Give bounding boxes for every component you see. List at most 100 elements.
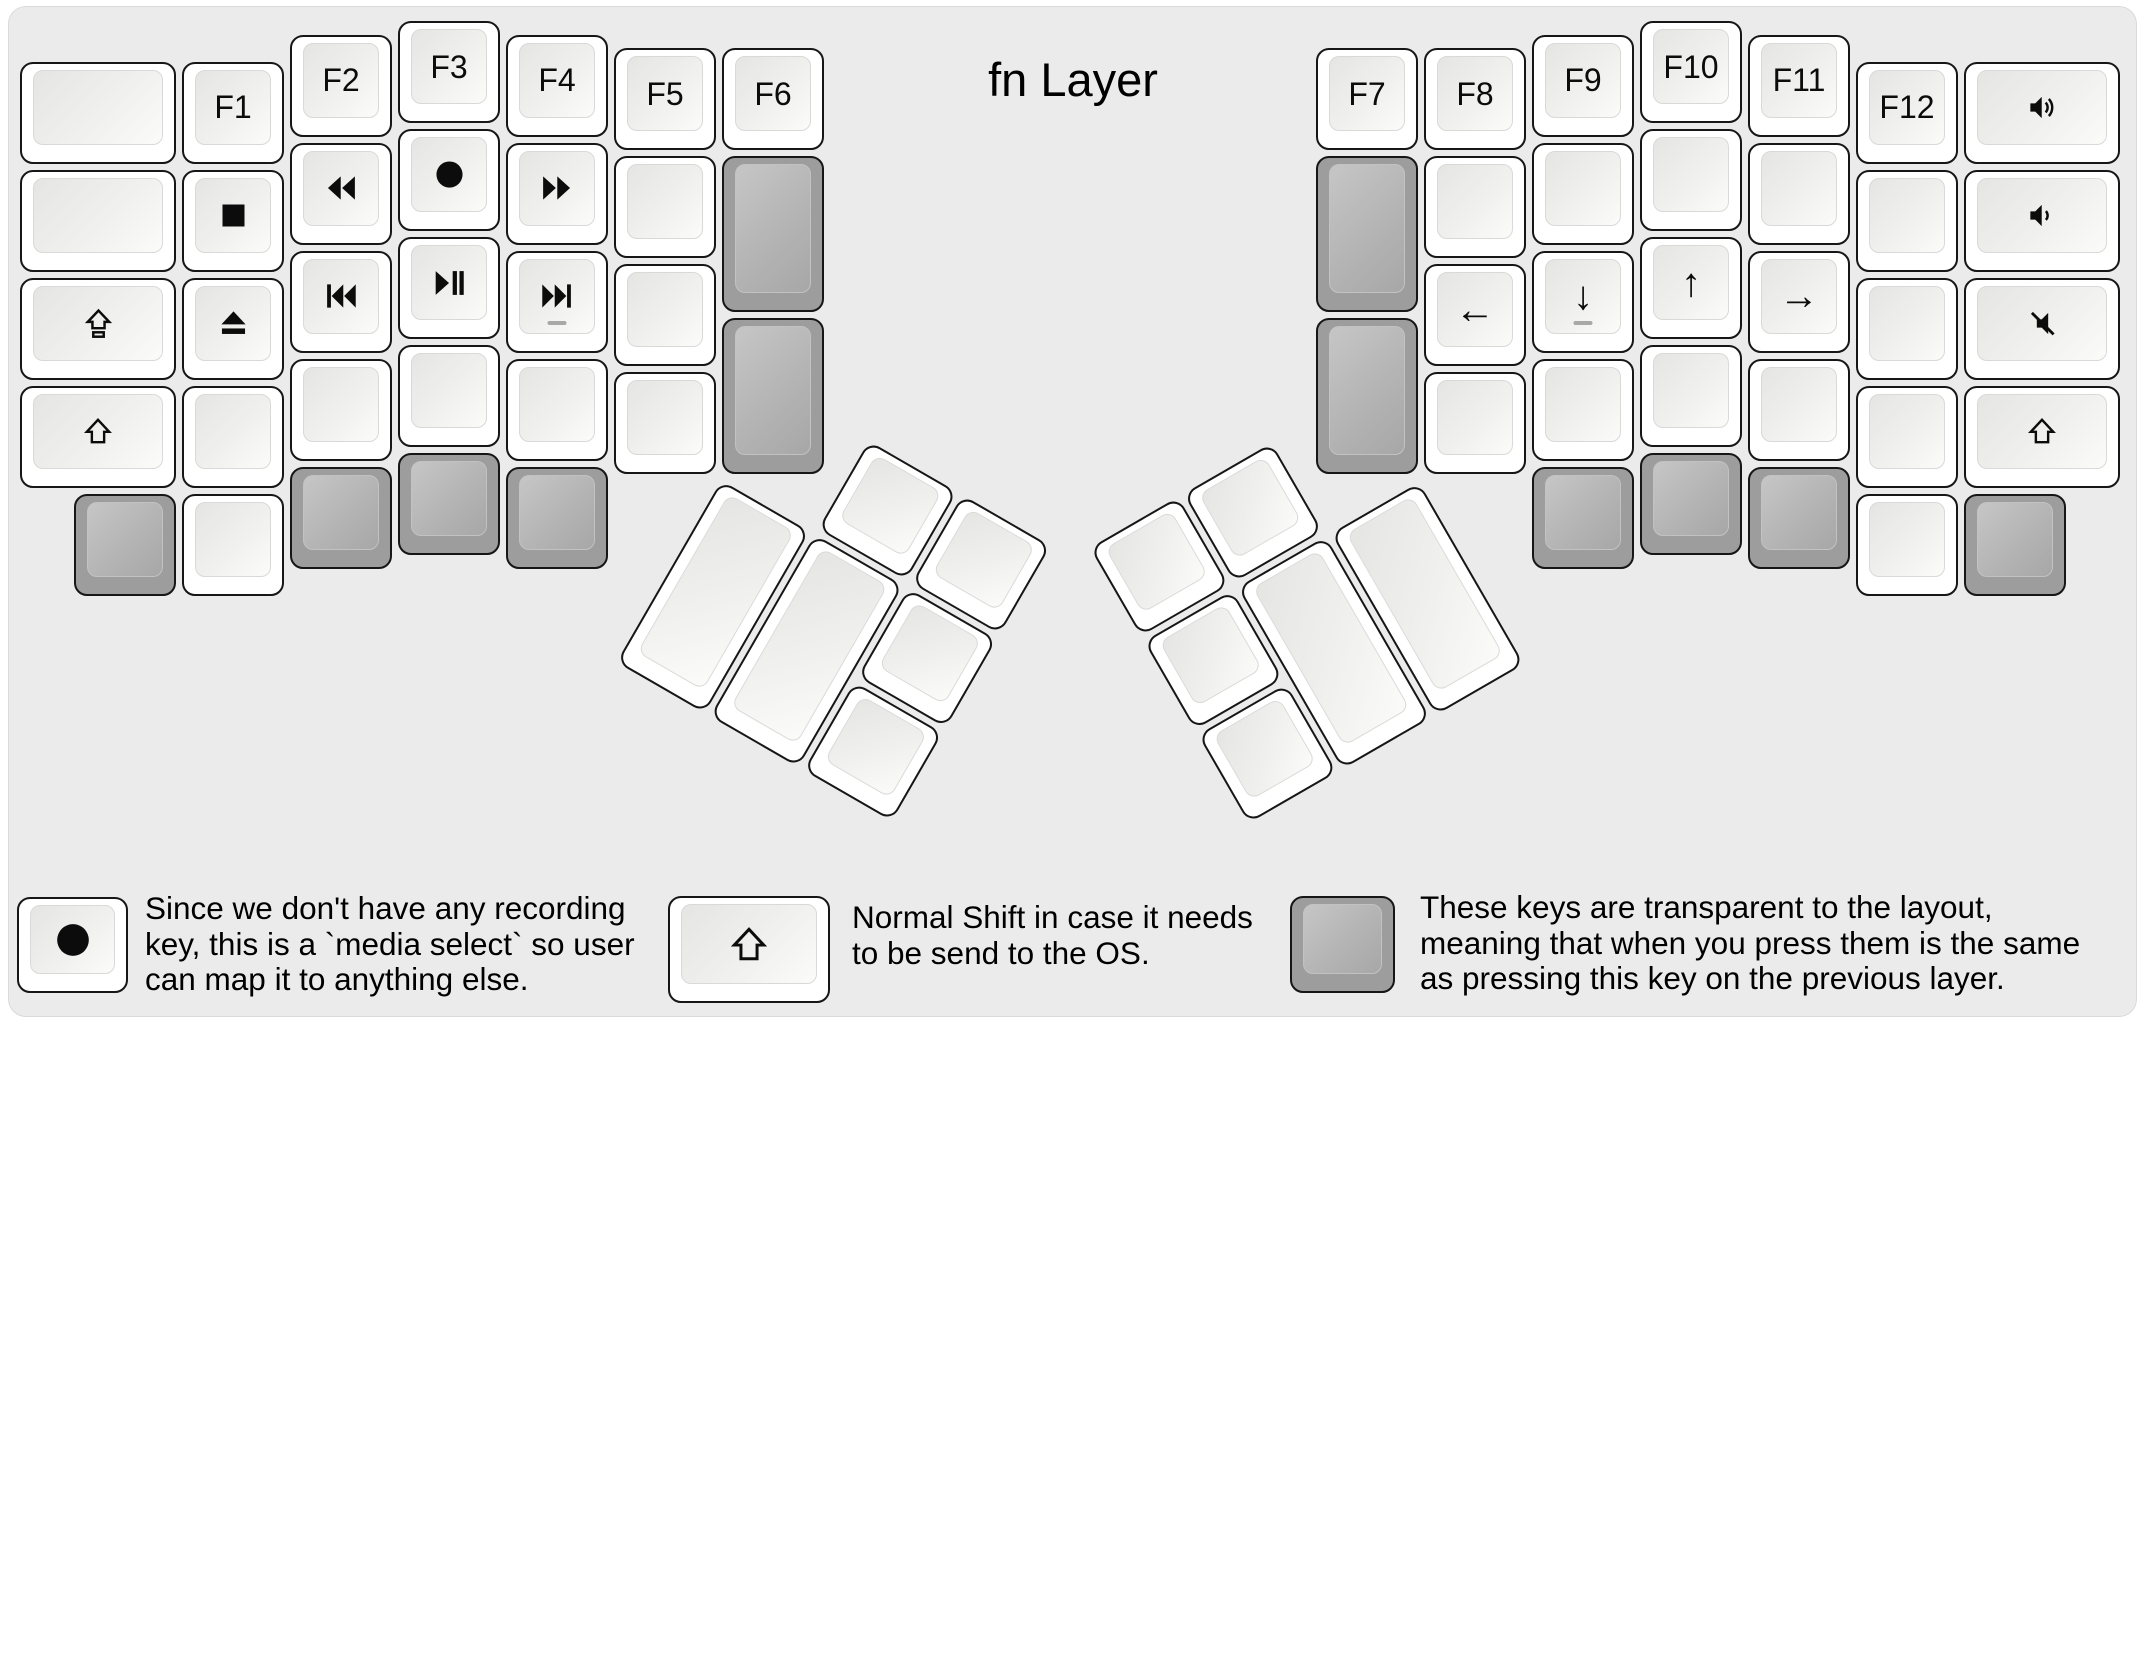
key-blank[interactable] bbox=[506, 358, 608, 461]
key-blank[interactable] bbox=[1424, 372, 1526, 474]
key-blank[interactable] bbox=[614, 264, 716, 366]
key-f3[interactable]: F3 bbox=[398, 21, 500, 123]
key-blank[interactable] bbox=[182, 493, 284, 596]
key-transparent[interactable] bbox=[290, 466, 392, 569]
key-transparent[interactable] bbox=[722, 156, 824, 312]
key-f7[interactable]: F7 bbox=[1316, 48, 1418, 150]
key-transparent[interactable] bbox=[1748, 466, 1850, 569]
key-label: F5 bbox=[646, 75, 684, 112]
key-stop[interactable] bbox=[182, 169, 284, 272]
key-next-track[interactable] bbox=[506, 250, 608, 353]
stop-icon bbox=[217, 199, 250, 232]
key-label: F3 bbox=[430, 48, 468, 85]
homing-bar bbox=[547, 321, 567, 325]
key-prev-track[interactable] bbox=[290, 250, 392, 353]
eject-icon bbox=[217, 307, 250, 340]
key-f6[interactable]: F6 bbox=[722, 48, 824, 150]
key-blank[interactable] bbox=[1424, 156, 1526, 258]
legend-item-shift: Normal Shift in case it needs to be send… bbox=[668, 896, 1253, 1003]
rewind-icon bbox=[324, 171, 358, 205]
key-f1[interactable]: F1 bbox=[182, 61, 284, 164]
legend-key-shift bbox=[668, 896, 830, 1003]
key-blank[interactable] bbox=[398, 345, 500, 447]
key-blank[interactable] bbox=[1532, 142, 1634, 245]
key-transparent[interactable] bbox=[1640, 453, 1742, 555]
shift-icon bbox=[728, 923, 770, 965]
next-track-icon bbox=[540, 279, 574, 313]
key-rewind[interactable] bbox=[290, 142, 392, 245]
key-transparent[interactable] bbox=[1316, 156, 1418, 312]
key-f11[interactable]: F11 bbox=[1748, 34, 1850, 137]
key-shift[interactable] bbox=[20, 385, 176, 488]
key-blank[interactable] bbox=[20, 169, 176, 272]
key-transparent[interactable] bbox=[74, 493, 176, 596]
key-label: F11 bbox=[1772, 62, 1826, 98]
key-volume-up[interactable] bbox=[1964, 61, 2120, 164]
shift-icon bbox=[2026, 415, 2058, 447]
legend-key-media-select bbox=[17, 897, 128, 993]
layer-title: fn Layer bbox=[988, 53, 1158, 106]
shift-icon bbox=[82, 415, 114, 447]
key-f5[interactable]: F5 bbox=[614, 48, 716, 150]
key-f10[interactable]: F10 bbox=[1640, 21, 1742, 123]
key-f12[interactable]: F12 bbox=[1856, 61, 1958, 164]
key-blank[interactable] bbox=[290, 358, 392, 461]
key-label: F4 bbox=[538, 62, 576, 98]
key-arrow-down[interactable]: ↓ bbox=[1532, 250, 1634, 353]
key-label: F1 bbox=[214, 89, 252, 125]
key-blank[interactable] bbox=[1640, 345, 1742, 447]
key-shift[interactable] bbox=[1964, 385, 2120, 488]
key-label: F10 bbox=[1663, 48, 1719, 85]
key-fast-forward[interactable] bbox=[506, 142, 608, 245]
key-arrow-left[interactable]: ← bbox=[1424, 264, 1526, 366]
arrow-up-icon: ↑ bbox=[1681, 260, 1701, 305]
key-blank[interactable] bbox=[614, 156, 716, 258]
key-blank[interactable] bbox=[20, 61, 176, 164]
key-blank[interactable] bbox=[1856, 169, 1958, 272]
arrow-right-icon: → bbox=[1779, 274, 1819, 318]
key-blank[interactable] bbox=[1748, 358, 1850, 461]
prev-track-icon bbox=[324, 279, 358, 313]
caps-lock-icon bbox=[82, 307, 115, 340]
key-volume-mute[interactable] bbox=[1964, 277, 2120, 380]
key-volume-down[interactable] bbox=[1964, 169, 2120, 272]
key-label: F6 bbox=[754, 75, 792, 112]
key-blank[interactable] bbox=[1532, 358, 1634, 461]
arrow-down-icon: ↓ bbox=[1573, 274, 1593, 318]
homing-bar bbox=[1573, 321, 1593, 325]
key-f4[interactable]: F4 bbox=[506, 34, 608, 137]
key-blank[interactable] bbox=[1856, 385, 1958, 488]
key-label: F12 bbox=[1879, 89, 1935, 125]
key-arrow-right[interactable]: → bbox=[1748, 250, 1850, 353]
key-record[interactable] bbox=[398, 129, 500, 231]
key-blank[interactable] bbox=[1856, 277, 1958, 380]
key-label: F7 bbox=[1348, 75, 1386, 112]
key-transparent[interactable] bbox=[1532, 466, 1634, 569]
key-arrow-up[interactable]: ↑ bbox=[1640, 237, 1742, 339]
key-transparent[interactable] bbox=[398, 453, 500, 555]
key-label: F2 bbox=[322, 62, 360, 98]
key-transparent[interactable] bbox=[506, 466, 608, 569]
record-icon bbox=[433, 158, 466, 191]
fast-forward-icon bbox=[540, 171, 574, 205]
key-transparent[interactable] bbox=[722, 318, 824, 474]
key-blank[interactable] bbox=[1640, 129, 1742, 231]
volume-mute-icon bbox=[2027, 308, 2058, 339]
legend-key-transparent bbox=[1290, 896, 1395, 993]
key-caps-lock[interactable] bbox=[20, 277, 176, 380]
key-f9[interactable]: F9 bbox=[1532, 34, 1634, 137]
key-blank[interactable] bbox=[614, 372, 716, 474]
legend-text-media-select: Since we don't have any recording key, t… bbox=[145, 890, 635, 997]
key-f8[interactable]: F8 bbox=[1424, 48, 1526, 150]
key-transparent[interactable] bbox=[1964, 493, 2066, 596]
key-play-pause[interactable] bbox=[398, 237, 500, 339]
key-transparent[interactable] bbox=[1316, 318, 1418, 474]
key-eject[interactable] bbox=[182, 277, 284, 380]
key-label: F9 bbox=[1564, 62, 1602, 98]
key-blank[interactable] bbox=[1748, 142, 1850, 245]
key-f2[interactable]: F2 bbox=[290, 34, 392, 137]
key-blank[interactable] bbox=[182, 385, 284, 488]
key-blank[interactable] bbox=[1856, 493, 1958, 596]
keyboard-board: F1 F2 F3 F4 F5 F6 F7 F8 ← F9 ↓ F10 ↑ F11 → F12 bbox=[20, 21, 2120, 824]
legend-item-media-select: Since we don't have any recording key, t… bbox=[17, 890, 635, 998]
